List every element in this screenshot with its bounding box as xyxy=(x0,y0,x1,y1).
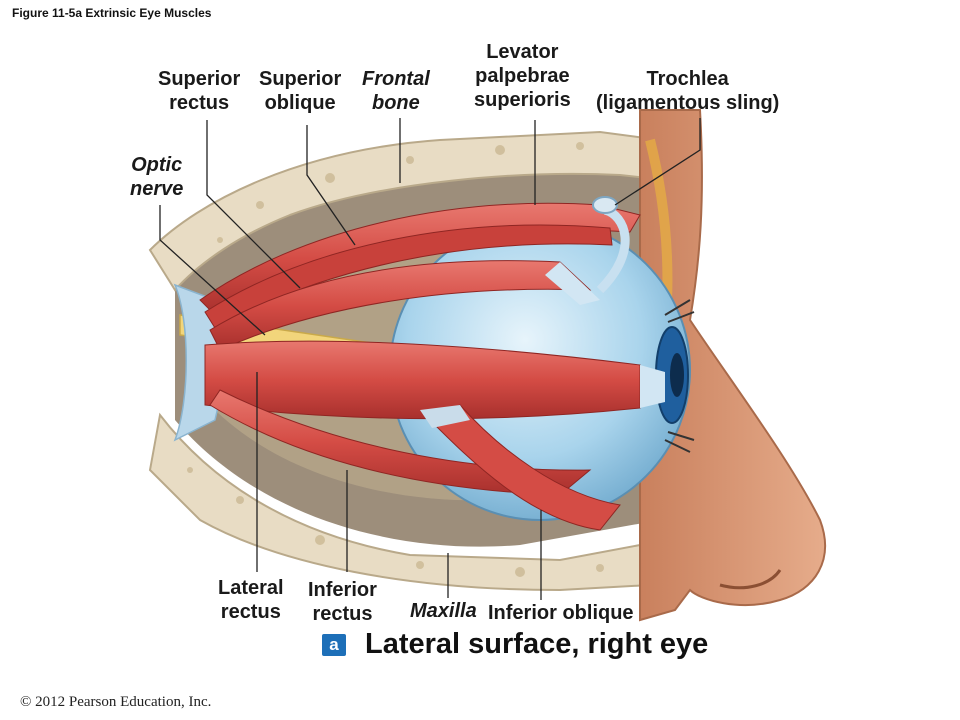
label-levator-palpebrae-superioris: Levator palpebrae superioris xyxy=(474,40,571,112)
label-maxilla: Maxilla xyxy=(410,600,477,622)
label-inferior-rectus: Inferior rectus xyxy=(308,578,377,626)
superior-oblique xyxy=(204,224,613,329)
label-superior-oblique: Superior oblique xyxy=(259,67,341,115)
label-superior-rectus-line1: Superior xyxy=(158,68,241,90)
label-superior-oblique-line2: oblique xyxy=(264,92,336,114)
label-superior-rectus-line2: rectus xyxy=(169,92,230,114)
label-optic-nerve: Optic nerve xyxy=(130,153,183,201)
face-profile xyxy=(639,109,826,622)
label-levator-line3: superioris xyxy=(474,89,571,111)
superior-rectus xyxy=(209,260,592,351)
label-frontal-bone-line1: Frontal xyxy=(362,68,430,90)
maxilla-bone xyxy=(148,412,652,592)
label-inferior-rectus-line1: Inferior xyxy=(308,579,377,601)
label-lateral-rectus-line1: Lateral xyxy=(218,577,284,599)
panel-letter-badge: a xyxy=(322,634,346,656)
label-superior-oblique-line1: Superior xyxy=(259,68,342,90)
label-levator-line2: palpebrae xyxy=(475,65,570,87)
label-lateral-rectus-line2: rectus xyxy=(220,601,281,623)
label-trochlea: Trochlea (ligamentous sling) xyxy=(596,67,779,115)
figure-title: Figure 11-5a Extrinsic Eye Muscles xyxy=(12,6,212,20)
label-optic-nerve-line1: Optic xyxy=(131,154,183,176)
label-levator-line1: Levator xyxy=(486,41,559,63)
label-trochlea-line1: Trochlea xyxy=(646,68,729,90)
label-optic-nerve-line2: nerve xyxy=(130,178,184,200)
leader-lines xyxy=(159,118,701,600)
inferior-oblique xyxy=(429,404,621,531)
label-frontal-bone-line2: bone xyxy=(372,92,420,114)
label-frontal-bone: Frontal bone xyxy=(362,67,430,115)
copyright-notice: © 2012 Pearson Education, Inc. xyxy=(20,694,212,710)
label-inferior-oblique: Inferior oblique xyxy=(488,602,634,624)
label-superior-rectus: Superior rectus xyxy=(158,67,240,115)
label-lateral-rectus: Lateral rectus xyxy=(218,576,284,624)
label-inferior-rectus-line2: rectus xyxy=(312,603,373,625)
trochlea xyxy=(592,196,618,214)
panel-caption: Lateral surface, right eye xyxy=(365,628,709,660)
label-trochlea-line2: (ligamentous sling) xyxy=(596,92,780,114)
